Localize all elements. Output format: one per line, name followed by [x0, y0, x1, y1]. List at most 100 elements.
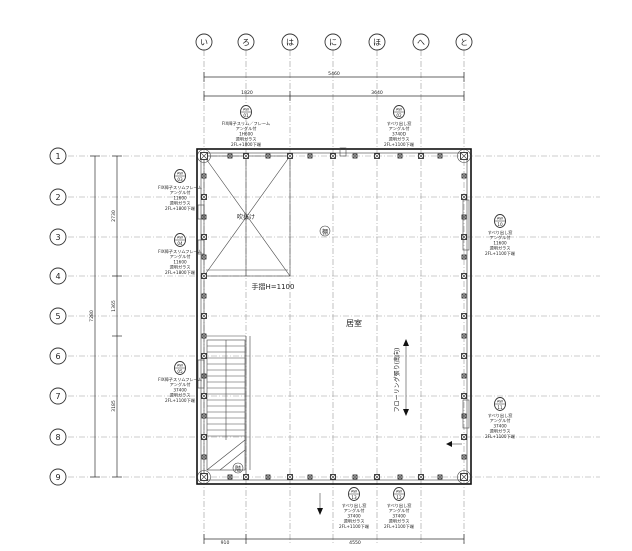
dim-left-overall: 7280 — [89, 310, 95, 322]
column-post — [461, 454, 467, 460]
column-post — [397, 153, 403, 159]
grid-bubble-ro: ろ — [237, 33, 255, 51]
svg-text:AW: AW — [497, 399, 503, 404]
column-post — [461, 234, 467, 240]
svg-text:10: 10 — [497, 222, 503, 227]
column-post — [461, 273, 467, 279]
svg-text:AW: AW — [243, 107, 249, 112]
column-post — [330, 153, 336, 159]
svg-text:アングル付: アングル付 — [170, 189, 191, 196]
column-post — [461, 173, 467, 179]
room-label-main: 居室 — [346, 318, 362, 328]
svg-text:透明ガラス: 透明ガラス — [490, 428, 511, 435]
svg-text:い: い — [200, 38, 208, 47]
grid-bubble-5: 5 — [49, 307, 67, 325]
column-post — [287, 153, 293, 159]
column-post — [374, 474, 380, 480]
dim-bottom-right: 4550 — [349, 540, 361, 546]
column-post — [461, 313, 467, 319]
svg-text:AW: AW — [177, 235, 183, 240]
grid-bubble-to: と — [455, 33, 473, 51]
svg-text:すべり出し窓: すべり出し窓 — [488, 229, 513, 236]
svg-text:と: と — [460, 38, 468, 47]
svg-text:アングル付: アングル付 — [389, 507, 410, 514]
svg-text:7: 7 — [55, 392, 60, 401]
svg-text:透明ガラス: 透明ガラス — [170, 200, 191, 207]
column-post — [461, 434, 467, 440]
staircase — [206, 339, 246, 471]
grid-bubble-he: へ — [412, 33, 430, 51]
svg-text:アングル付: アングル付 — [344, 507, 365, 514]
window-tag-03: AW03FIX障子スリムフレームアングル付11600透明ガラス2FL+1800下… — [158, 169, 202, 212]
svg-text:アングル付: アングル付 — [236, 125, 257, 132]
svg-text:11600: 11600 — [173, 195, 187, 200]
svg-text:AW: AW — [497, 216, 503, 221]
column-post — [461, 194, 467, 200]
svg-text:AW: AW — [351, 489, 357, 494]
dim-top-right: 3640 — [371, 90, 383, 96]
svg-text:02: 02 — [396, 113, 402, 118]
column-post — [374, 153, 380, 159]
column-post — [461, 413, 467, 419]
row-bubbles: 1 2 3 4 5 6 7 8 9 — [49, 147, 67, 486]
column-post — [461, 254, 467, 260]
dim-left-upper: 2730 — [111, 210, 117, 222]
svg-text:AW: AW — [396, 489, 402, 494]
svg-text:05: 05 — [177, 369, 183, 374]
svg-text:FIX障子スリムフレーム: FIX障子スリムフレーム — [158, 248, 202, 255]
left-dimensions: 7280 2730 1365 3185 — [89, 155, 122, 478]
void-label: 吹抜け — [237, 213, 255, 221]
grid-bubble-ha: は — [281, 33, 299, 51]
svg-text:透明ガラス: 透明ガラス — [170, 392, 191, 399]
svg-text:2FL+1100下端: 2FL+1100下端 — [485, 433, 515, 440]
grid-bubble-ni: に — [324, 33, 342, 51]
grid-bubble-i: い — [195, 33, 213, 51]
column-post — [243, 153, 249, 159]
grid-bubble-8: 8 — [49, 428, 67, 446]
svg-text:11600: 11600 — [173, 259, 187, 264]
svg-text:透明ガラス: 透明ガラス — [236, 136, 257, 143]
svg-text:8: 8 — [55, 433, 60, 442]
svg-text:ろ: ろ — [242, 38, 250, 47]
svg-text:アングル付: アングル付 — [170, 381, 191, 388]
svg-text:AW: AW — [177, 171, 183, 176]
svg-text:アングル付: アングル付 — [490, 234, 511, 241]
column-post — [227, 153, 233, 159]
column-grid-lines — [203, 50, 465, 545]
column-post — [437, 153, 443, 159]
svg-text:透明ガラス: 透明ガラス — [344, 518, 365, 525]
svg-text:アングル付: アングル付 — [170, 253, 191, 260]
column-post — [201, 333, 207, 339]
grid-bubble-7: 7 — [49, 387, 67, 405]
column-post — [418, 474, 424, 480]
svg-text:3: 3 — [55, 233, 60, 242]
column-post — [461, 373, 467, 379]
svg-text:AW: AW — [396, 107, 402, 112]
svg-text:FIX障子スリム／フレーム: FIX障子スリム／フレーム — [222, 120, 270, 127]
svg-text:すべり出し窓: すべり出し窓 — [387, 120, 412, 127]
svg-text:FIX障子スリムフレーム: FIX障子スリムフレーム — [158, 184, 202, 191]
svg-text:すべり出し窓: すべり出し窓 — [342, 502, 367, 509]
column-post — [201, 254, 207, 260]
stair-mark: 階 — [235, 465, 241, 473]
row-grid-lines — [68, 155, 600, 478]
svg-text:3740D: 3740D — [392, 131, 406, 136]
window-openings — [197, 147, 470, 429]
structural-columns — [197, 149, 471, 484]
column-bubbles: い ろ は に ほ へ と — [195, 33, 473, 51]
dim-left-lower: 3185 — [111, 400, 117, 412]
column-post — [352, 474, 358, 480]
svg-text:に: に — [329, 38, 337, 47]
window-tag-01: AW01FIX障子スリム／フレームアングル付1H600透明ガラス2FL+1800… — [222, 105, 270, 148]
column-post — [243, 474, 249, 480]
grid-bubble-9: 9 — [49, 468, 67, 486]
column-post — [201, 393, 207, 399]
column-post — [461, 353, 467, 359]
column-post — [265, 153, 271, 159]
svg-text:03: 03 — [177, 177, 183, 182]
